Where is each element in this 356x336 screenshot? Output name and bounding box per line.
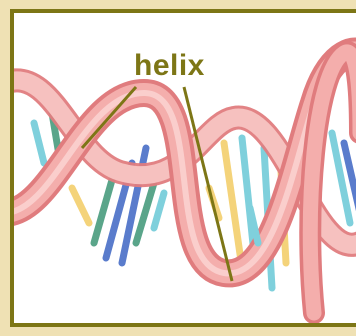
base-pair [224,143,242,268]
base-pair [34,123,44,163]
helix-label: helix [134,49,205,83]
base-pair [72,188,89,223]
base-pair [154,193,164,228]
diagram-panel: helix [10,9,356,327]
